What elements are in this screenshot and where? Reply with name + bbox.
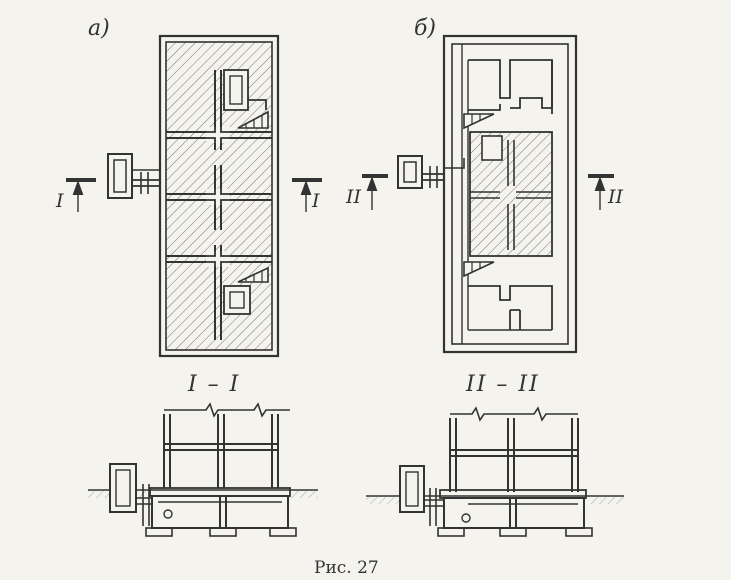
plan-b bbox=[397, 34, 578, 354]
section-title-i: I – I bbox=[188, 372, 241, 397]
section-mark-i-left: I bbox=[56, 190, 64, 212]
section-mark-i-right: I bbox=[312, 190, 320, 212]
section-title-ii: II – II bbox=[466, 372, 540, 397]
plan-a bbox=[107, 34, 280, 358]
section-mark-ii-left: II bbox=[346, 186, 362, 208]
section-mark-ii-right: II bbox=[608, 186, 624, 208]
panel-label-a: а) bbox=[88, 16, 110, 41]
panel-label-b: б) bbox=[414, 16, 437, 41]
section-marker-ii bbox=[362, 174, 614, 210]
section-i-drawing bbox=[88, 402, 318, 537]
section-ii-drawing bbox=[366, 406, 624, 537]
figure-caption: Рис. 27 bbox=[314, 558, 379, 578]
section-marker-i bbox=[66, 178, 322, 212]
